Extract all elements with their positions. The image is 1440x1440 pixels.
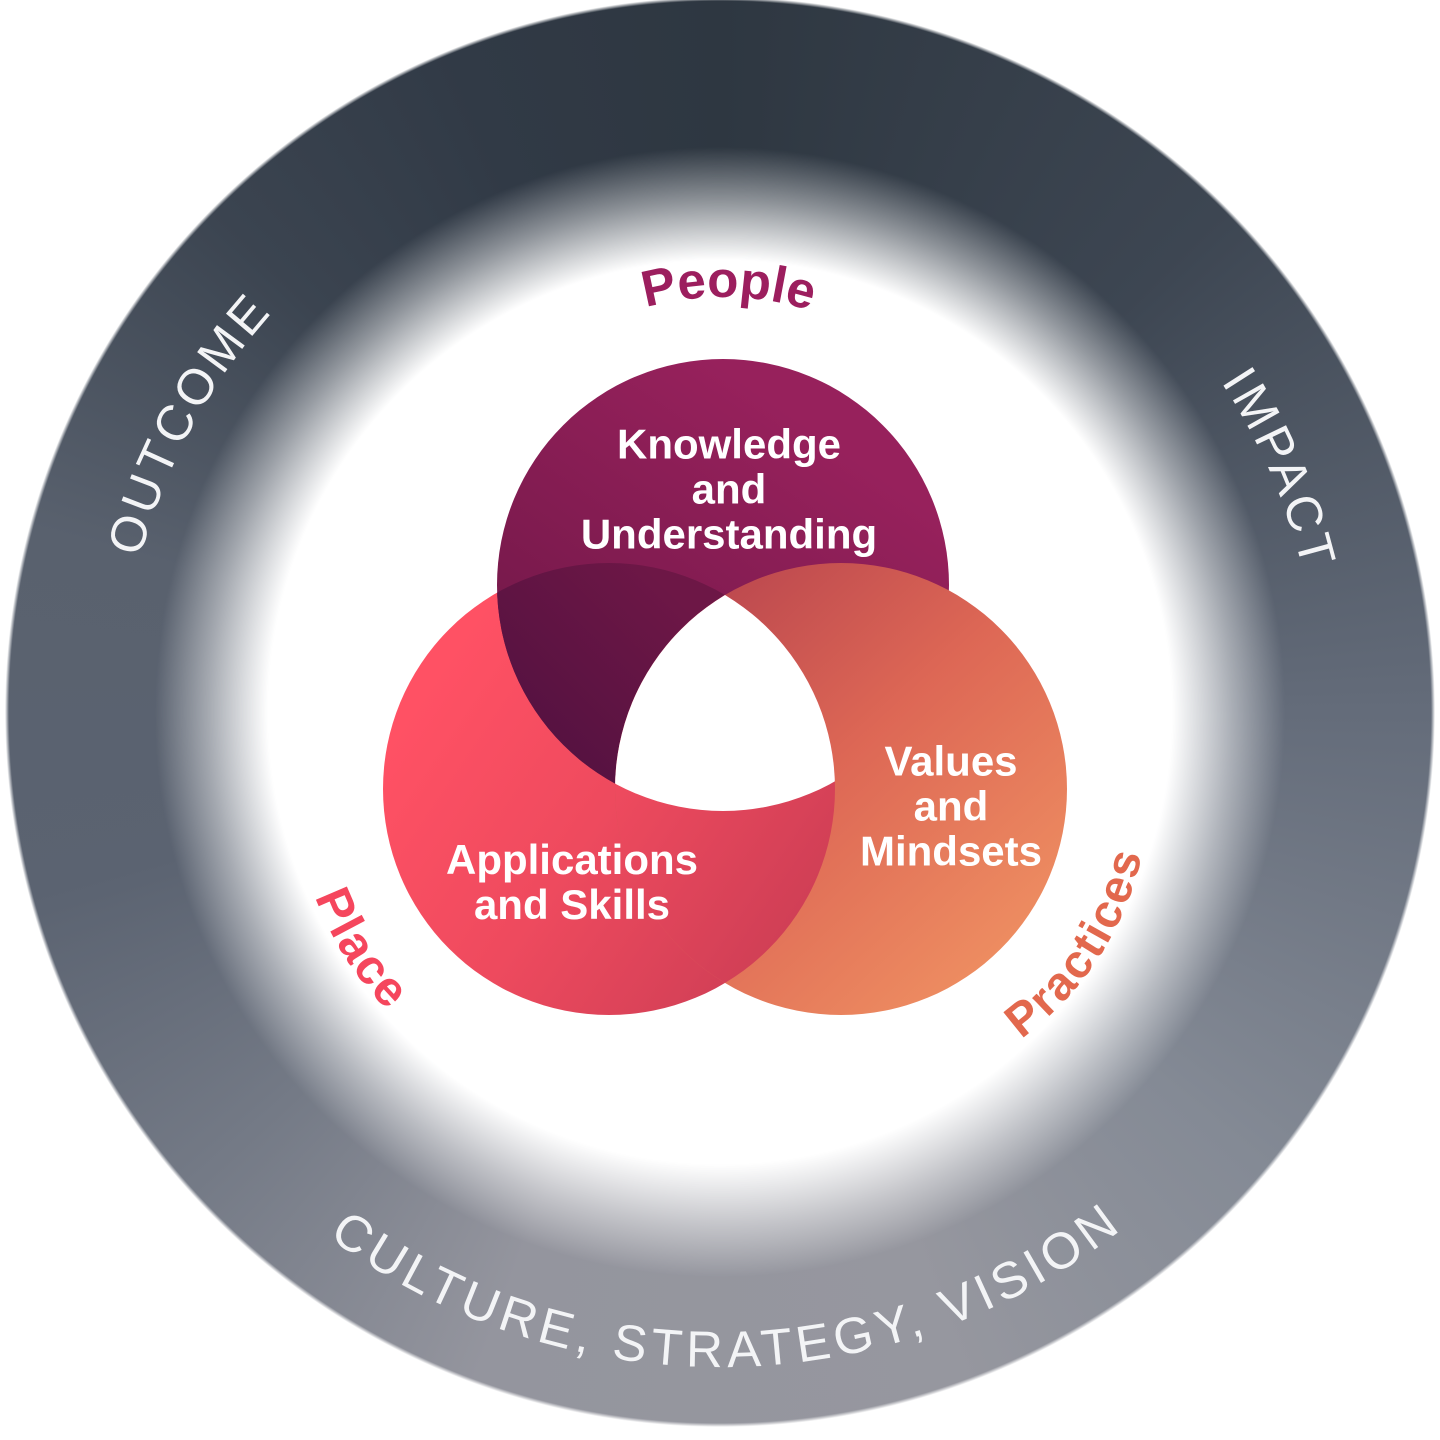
ring-label-culture-strategy-vision-text: CULTURE, STRATEGY, VISION (322, 1190, 1132, 1378)
values-line-1: Values (884, 737, 1018, 785)
label-place: Place (305, 880, 419, 1020)
knowledge-line-1: Knowledge (616, 420, 841, 468)
label-place-text: Place (305, 880, 421, 1020)
applications-line-1: Applications (445, 836, 699, 883)
applications-circle-label: Applications and Skills (446, 837, 698, 927)
knowledge-line-3: Understanding (580, 510, 878, 558)
label-people-text: People (636, 251, 823, 321)
knowledge-circle-label: Knowledge and Understanding (581, 422, 877, 557)
applications-line-2: and Skills (473, 881, 671, 928)
ring-label-culture-strategy-vision: CULTURE, STRATEGY, VISION (322, 1190, 1127, 1378)
values-circle-label: Values and Mindsets (860, 739, 1042, 874)
ring-label-outcome-text: OUTCOME (97, 281, 282, 560)
knowledge-line-2: and (691, 465, 767, 513)
label-people: People (636, 251, 823, 321)
values-line-2: and (913, 782, 989, 830)
values-line-3: Mindsets (859, 827, 1043, 875)
ring-label-impact-text: IMPACT (1212, 358, 1348, 576)
ring-label-outcome: OUTCOME (97, 281, 278, 560)
ring-label-impact: IMPACT (1212, 358, 1344, 576)
